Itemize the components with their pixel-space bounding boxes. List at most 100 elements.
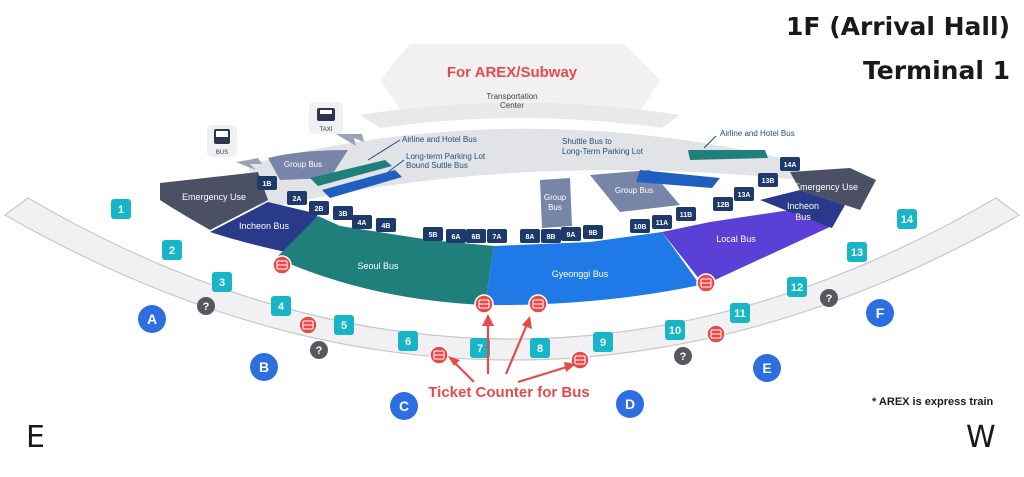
zone-local [662, 210, 832, 285]
transport-center-label-2: Center [500, 101, 524, 110]
exit-7: 7 [470, 338, 490, 358]
ticket-counter-icon [528, 294, 548, 314]
transport-center-label-1: Transportation [486, 92, 537, 101]
compass-west: W [966, 420, 996, 455]
ticket-counter-label: Ticket Counter for Bus [428, 384, 589, 401]
bus-stop-label: 4A [358, 220, 367, 227]
callout-shuttle-2: Long-Term Parking Lot [562, 147, 644, 156]
svg-text:?: ? [316, 345, 323, 357]
label-incheon-right-1: Incheon [787, 201, 819, 211]
exit-10: 10 [665, 320, 685, 340]
ticket-counter-icon [570, 350, 590, 370]
svg-text:BUS: BUS [216, 150, 228, 156]
callout-parking-1: Long-term Parking Lot [406, 152, 486, 161]
label-group-left: Group Bus [284, 160, 322, 169]
exit-number: 2 [169, 245, 175, 257]
lane-blue-right [636, 170, 720, 188]
bus-stop-2b: 2B [309, 201, 329, 215]
label-group-right: Group Bus [615, 186, 653, 195]
bus-stop-label: 13B [762, 178, 775, 185]
bus-stop-7a: 7A [487, 229, 507, 243]
gate-f: F [866, 299, 894, 327]
bus-stop-label: 1B [263, 181, 272, 188]
exit-number: 13 [851, 247, 863, 259]
bus-stop-2a: 2A [287, 191, 307, 205]
arex-text: For AREX/Subway [446, 64, 578, 81]
ticket-counter-icon [272, 255, 292, 275]
gate-letter: F [876, 305, 885, 321]
zone-incheon-left [210, 202, 318, 255]
exit-number: 9 [600, 337, 606, 349]
svg-text:?: ? [680, 351, 687, 363]
exit-2: 2 [162, 240, 182, 260]
bus-stop-label: 8B [547, 234, 556, 241]
exit-6: 6 [398, 331, 418, 351]
gate-e: E [753, 354, 781, 382]
bus-stop-label: 7A [493, 234, 502, 241]
exit-4: 4 [271, 296, 291, 316]
exit-number: 11 [734, 308, 746, 320]
gate-letter: B [259, 359, 269, 375]
bus-stop-5b: 5B [423, 227, 443, 241]
bus-stop-9b: 9B [583, 225, 603, 239]
callout-airline-right: Airline and Hotel Bus [720, 129, 795, 138]
zone-seoul [276, 216, 494, 305]
exit-12: 12 [787, 277, 807, 297]
bus-icon: BUS [207, 125, 237, 157]
bus-stop-4a: 4A [352, 215, 372, 229]
gate-d: D [616, 390, 644, 418]
bus-stop-11b: 11B [676, 207, 696, 221]
label-seoul: Seoul Bus [357, 261, 399, 271]
bus-stop-label: 10B [634, 224, 647, 231]
exit-5: 5 [334, 315, 354, 335]
label-local: Local Bus [716, 234, 756, 244]
info-icon: ? [674, 347, 692, 365]
bus-stop-label: 2B [315, 206, 324, 213]
exit-number: 12 [791, 282, 803, 294]
callout-shuttle-1: Shuttle Bus to [562, 137, 612, 146]
label-group-center-2: Bus [548, 203, 562, 212]
bus-stop-14a: 14A [780, 157, 800, 171]
exit-11: 11 [730, 303, 750, 323]
ticket-counter-icon [706, 324, 726, 344]
label-incheon-right-2: Bus [795, 212, 811, 222]
svg-text:?: ? [203, 301, 210, 313]
ticket-counter-icon [474, 294, 494, 314]
label-gyeonggi: Gyeonggi Bus [552, 269, 609, 279]
gate-a: A [138, 305, 166, 333]
label-group-center-1: Group [544, 193, 567, 202]
taxi-icon: TAXI [309, 102, 343, 134]
zone-emergency-right [790, 168, 876, 210]
info-icon: ? [310, 341, 328, 359]
exit-number: 3 [219, 277, 225, 289]
terminal-title: Terminal 1 [863, 56, 1010, 85]
gate-letter: C [399, 398, 409, 414]
svg-text:TAXI: TAXI [320, 127, 333, 133]
exit-number: 7 [477, 343, 483, 355]
direction-arrows [236, 134, 364, 170]
lane-teal-left [310, 160, 392, 186]
gate-c: C [390, 392, 418, 420]
ticket-counter-icon [696, 273, 716, 293]
gate-letter: A [147, 311, 157, 327]
bus-stop-label: 6B [472, 234, 481, 241]
ticket-counter-icon [298, 315, 318, 335]
exit-3: 3 [212, 272, 232, 292]
ticket-counter-icon [429, 345, 449, 365]
zone-group-left [268, 150, 348, 180]
zone-gyeonggi [485, 232, 700, 306]
bus-stop-label: 8A [526, 234, 535, 241]
lane-blue-left [322, 170, 402, 198]
exit-number: 1 [118, 204, 124, 216]
bus-stop-label: 11B [680, 212, 692, 219]
transportation-center [360, 44, 680, 128]
compass-east: E [26, 420, 45, 455]
zone-group-center [540, 178, 572, 228]
gate-letter: D [625, 396, 635, 412]
bus-stop-label: 5B [429, 232, 438, 239]
bus-stop-6a: 6A [446, 229, 466, 243]
bus-stop-label: 2A [293, 196, 302, 203]
info-icon: ? [197, 297, 215, 315]
ticket-arrows [448, 314, 576, 384]
bus-stop-11a: 11A [652, 215, 672, 229]
